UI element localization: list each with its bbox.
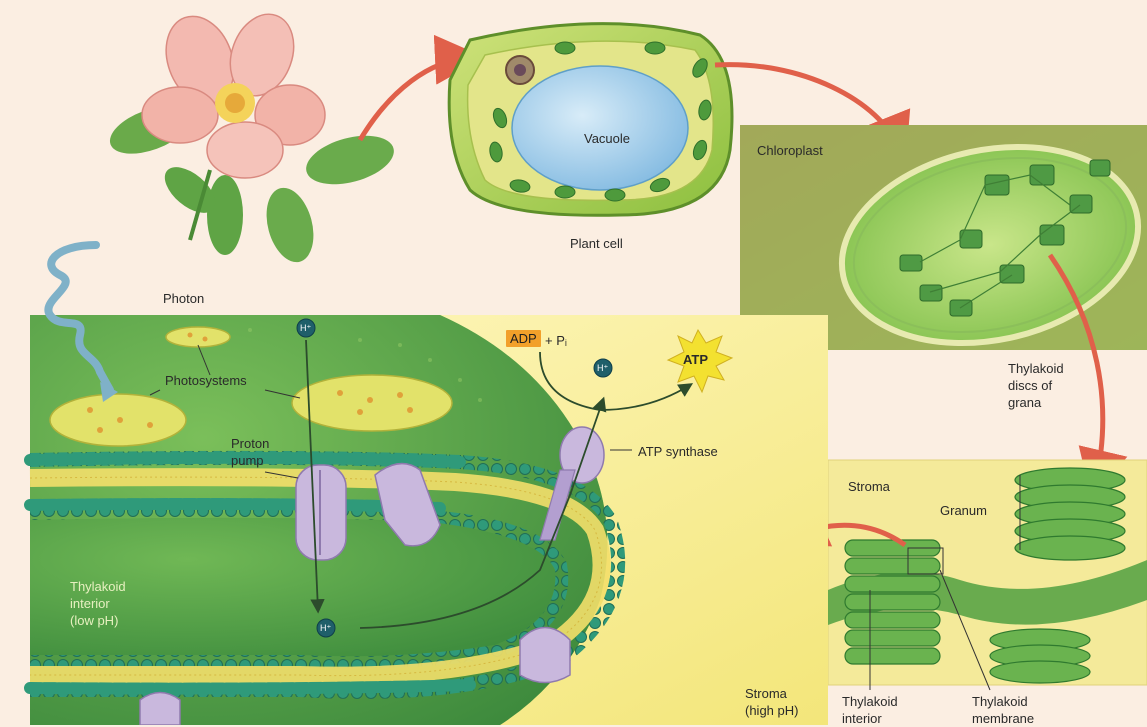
- thylakoid-interior-low-ph-label: Thylakoid interior (low pH): [70, 578, 126, 629]
- thylakoid-interior-line1: Thylakoid: [70, 578, 126, 595]
- thylakoid-interior-bottom-label: Thylakoid interior: [842, 693, 898, 727]
- photosystems-label: Photosystems: [165, 372, 247, 389]
- thylakoid-membrane-label: Thylakoid membrane: [972, 693, 1034, 727]
- flower-illustration: [104, 5, 399, 267]
- atp-label: ATP: [683, 351, 708, 368]
- vacuole: [512, 66, 688, 190]
- photon-label: Photon: [163, 290, 204, 307]
- thylakoid-discs-line1: Thylakoid: [1008, 360, 1064, 377]
- thylakoid-interior-line3: (low pH): [70, 612, 126, 629]
- atp-synthase-label: ATP synthase: [638, 443, 718, 460]
- thylakoid-interior-bottom-line1: Thylakoid: [842, 693, 898, 710]
- adp-chip: ADP: [506, 330, 541, 347]
- stroma-high-ph-line1: Stroma: [745, 685, 798, 702]
- plant-cell-illustration: [449, 24, 732, 216]
- thylakoid-discs-label: Thylakoid discs of grana: [1008, 360, 1064, 411]
- photosystem-small: [166, 327, 230, 347]
- thylakoid-interior-line2: interior: [70, 595, 126, 612]
- proton-pump-label-line2: pump: [231, 452, 269, 469]
- h-plus-interior: H⁺: [320, 620, 331, 637]
- thylakoid-membrane-panel: [30, 315, 828, 725]
- proton-pump-label-line1: Proton: [231, 435, 269, 452]
- chloroplast-label: Chloroplast: [757, 142, 823, 159]
- h-plus-released: H⁺: [597, 360, 608, 377]
- thylakoid-discs-line2: discs of: [1008, 377, 1064, 394]
- granum-label: Granum: [940, 502, 987, 519]
- vacuole-label: Vacuole: [584, 130, 630, 147]
- proton-pump-label: Proton pump: [231, 435, 269, 469]
- stroma-high-ph-line2: (high pH): [745, 702, 798, 719]
- plant-cell-label: Plant cell: [570, 235, 623, 252]
- h-plus-top: H⁺: [300, 320, 311, 337]
- thylakoid-interior-bottom-line2: interior: [842, 710, 898, 727]
- plus-pi-label: + Pᵢ: [545, 332, 567, 349]
- thylakoid-membrane-line1: Thylakoid: [972, 693, 1034, 710]
- stroma-high-ph-label: Stroma (high pH): [745, 685, 798, 719]
- thylakoid-discs-line3: grana: [1008, 394, 1064, 411]
- stroma-top-label: Stroma: [848, 478, 890, 495]
- thylakoid-membrane-line2: membrane: [972, 710, 1034, 727]
- photosystem-right: [292, 375, 452, 431]
